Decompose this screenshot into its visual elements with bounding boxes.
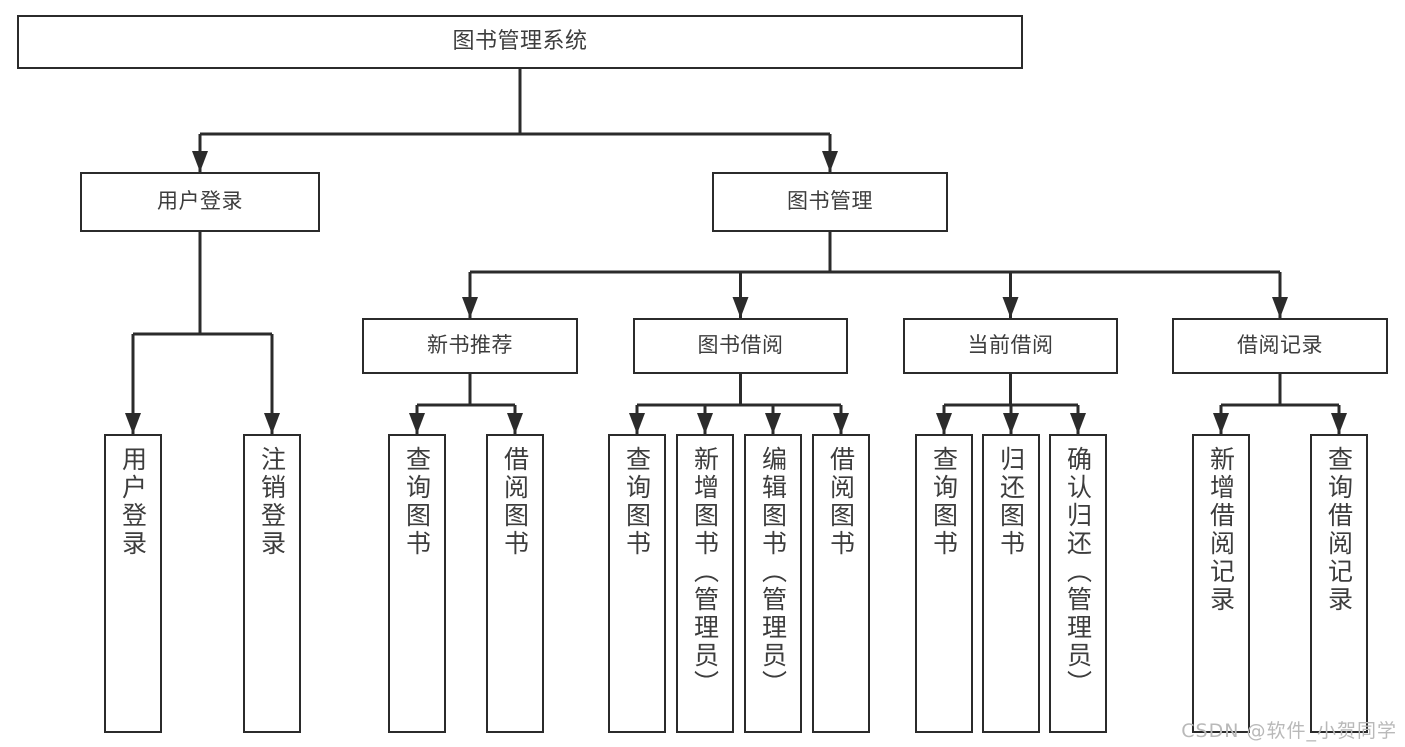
node-leaf-borrow-book-2[interactable]: 借阅图书 [812,434,870,733]
node-label: 查询借阅记录 [1324,446,1354,614]
node-label: 借阅图书 [826,446,856,558]
arrow-icon-leaf-query-record [1331,413,1347,434]
node-label: 查询图书 [929,446,959,558]
node-label: 新增图书（管理员） [690,446,720,698]
node-new-book-rec[interactable]: 新书推荐 [362,318,578,374]
arrow-icon-current-borrow [1002,297,1019,318]
arrow-icon-leaf-query-book-1 [409,413,425,434]
arrow-icon-user-login [192,151,208,172]
node-leaf-confirm-return[interactable]: 确认归还（管理员） [1049,434,1107,733]
node-label: 借阅记录 [1237,333,1323,358]
arrow-icon-new-book-rec [462,297,478,318]
node-leaf-query-book-1[interactable]: 查询图书 [388,434,446,733]
arrow-icon-leaf-return-book [1003,413,1019,434]
node-label: 新增借阅记录 [1206,446,1236,614]
node-book-borrow[interactable]: 图书借阅 [633,318,848,374]
node-borrow-record[interactable]: 借阅记录 [1172,318,1388,374]
node-label: 查询图书 [622,446,652,558]
node-label: 当前借阅 [967,333,1054,358]
node-leaf-query-record[interactable]: 查询借阅记录 [1310,434,1368,733]
node-leaf-return-book[interactable]: 归还图书 [982,434,1040,733]
arrow-icon-leaf-borrow-book-1 [507,413,523,434]
arrow-icon-book-manage [822,151,838,172]
node-leaf-logout[interactable]: 注销登录 [243,434,301,733]
node-current-borrow[interactable]: 当前借阅 [903,318,1118,374]
node-label: 归还图书 [996,446,1026,558]
node-label: 图书管理 [787,189,873,214]
arrow-icon-leaf-user-login [125,413,141,434]
arrow-icon-leaf-add-book [697,413,713,434]
arrow-icon-leaf-add-record [1213,413,1229,434]
arrow-icon-leaf-confirm-return [1070,413,1086,434]
arrow-icon-book-borrow [732,297,749,318]
node-label: 借阅图书 [500,446,530,558]
watermark-label: CSDN @软件_小贺同学 [1181,720,1397,742]
node-leaf-user-login[interactable]: 用户登录 [104,434,162,733]
arrow-icon-borrow-record [1272,297,1288,318]
node-user-login[interactable]: 用户登录 [80,172,320,232]
node-label: 新书推荐 [427,333,513,358]
arrow-icon-leaf-query-book-3 [936,413,952,434]
node-leaf-edit-book[interactable]: 编辑图书（管理员） [744,434,802,733]
node-label: 用户登录 [118,446,148,558]
node-root[interactable]: 图书管理系统 [17,15,1023,69]
node-label: 查询图书 [402,446,432,558]
node-label: 图书管理系统 [452,28,588,54]
node-leaf-query-book-3[interactable]: 查询图书 [915,434,973,733]
node-label: 注销登录 [257,446,287,558]
node-label: 用户登录 [157,189,243,214]
node-label: 图书借阅 [697,333,784,358]
node-leaf-add-record[interactable]: 新增借阅记录 [1192,434,1250,733]
arrow-icon-leaf-edit-book [765,413,781,434]
node-leaf-add-book[interactable]: 新增图书（管理员） [676,434,734,733]
node-leaf-borrow-book-1[interactable]: 借阅图书 [486,434,544,733]
node-book-manage[interactable]: 图书管理 [712,172,948,232]
arrow-icon-leaf-borrow-book-2 [833,413,849,434]
node-label: 编辑图书（管理员） [758,446,788,698]
arrow-icon-leaf-query-book-2 [629,413,645,434]
node-leaf-query-book-2[interactable]: 查询图书 [608,434,666,733]
node-label: 确认归还（管理员） [1063,446,1093,698]
arrow-icon-leaf-logout [264,413,280,434]
